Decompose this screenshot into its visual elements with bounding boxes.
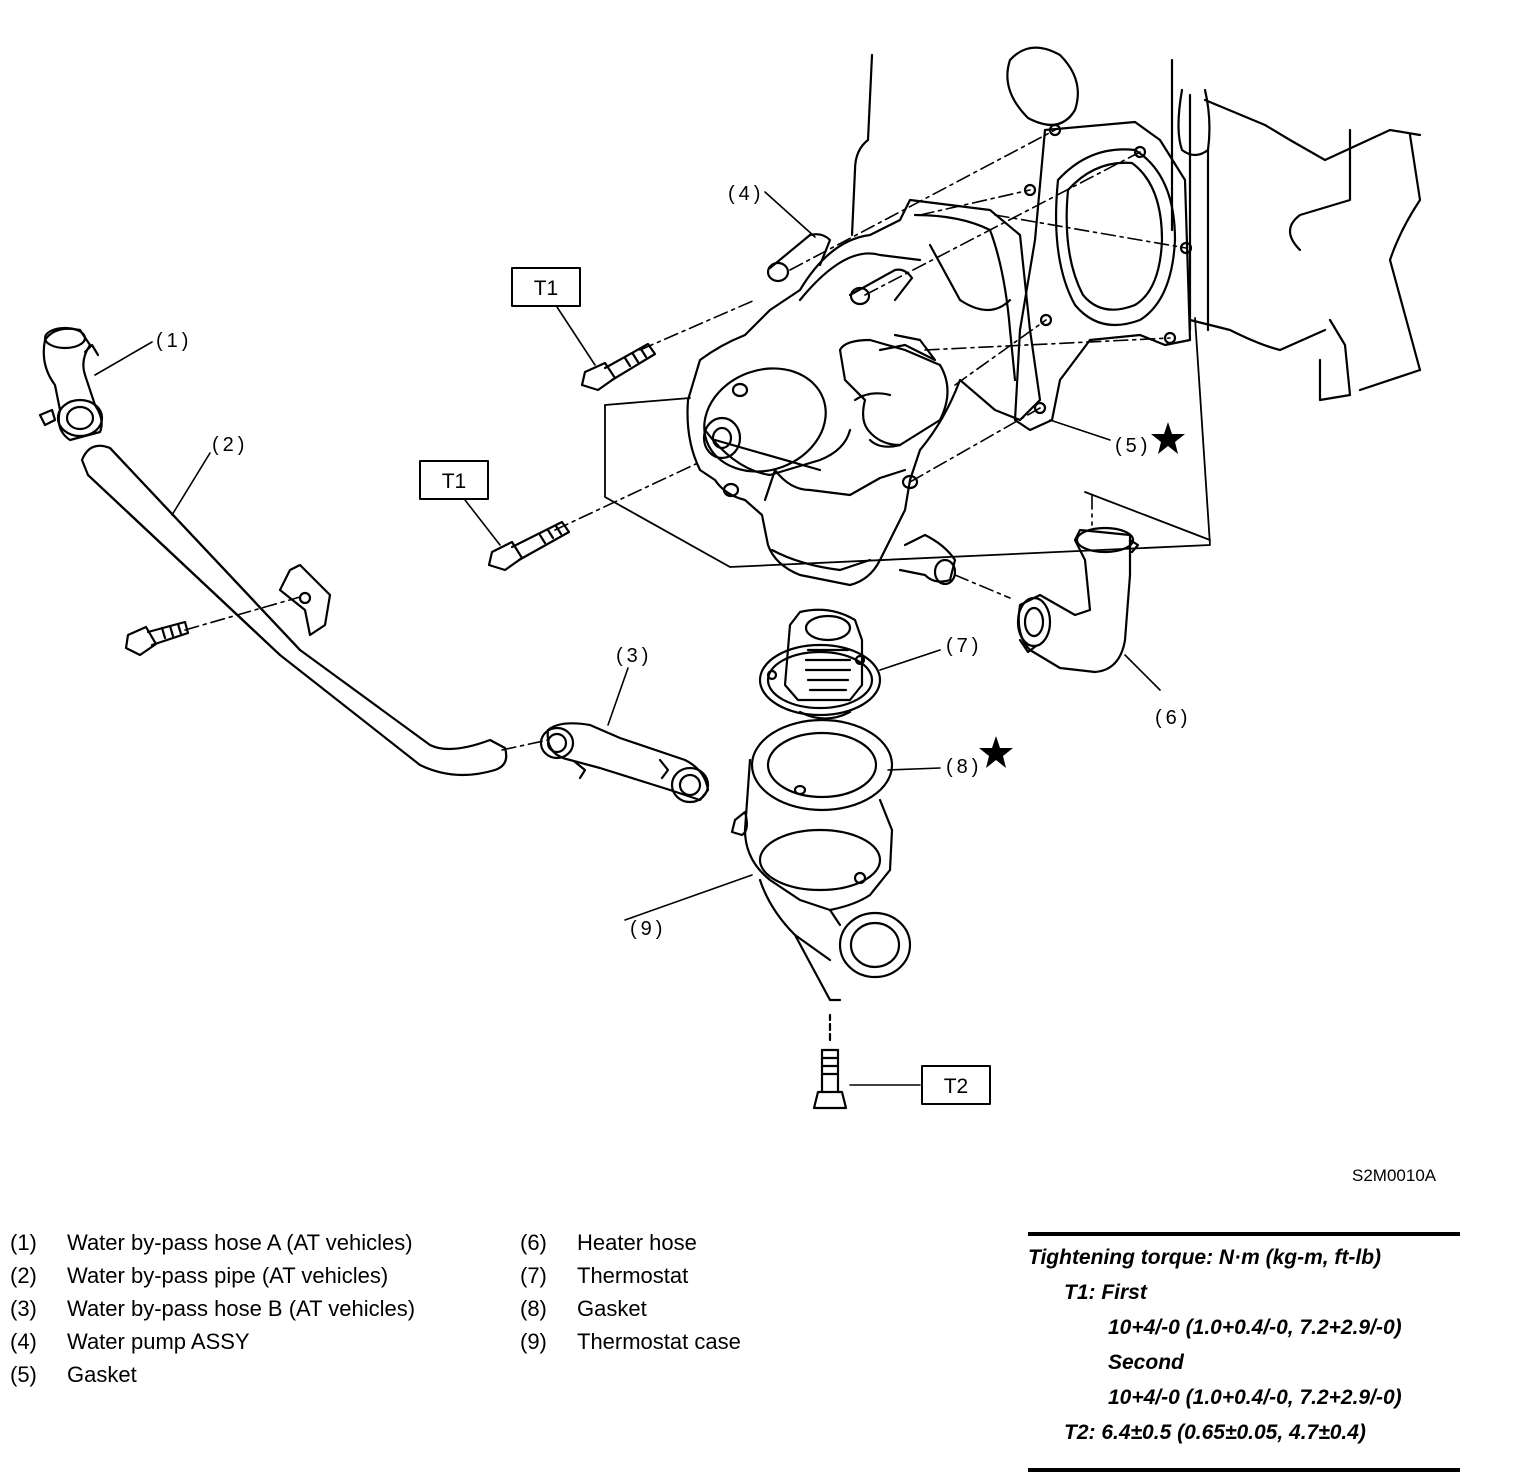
legend-label: Gasket <box>67 1362 137 1387</box>
legend-label: Heater hose <box>577 1230 697 1255</box>
legend-label: Water by-pass hose A (AT vehicles) <box>67 1230 413 1255</box>
torque-tag-t2: T2 <box>921 1065 991 1105</box>
leader-lines <box>94 191 1161 1086</box>
legend-label: Water by-pass hose B (AT vehicles) <box>67 1296 416 1321</box>
legend-item: (9) Thermostat case <box>520 1325 940 1358</box>
torque-t2-line: T2: 6.4±0.5 (0.65±0.05, 4.7±0.4) <box>1064 1421 1366 1444</box>
tightening-torque-table: Tightening torque: N·m (kg-m, ft-lb) T1:… <box>1028 1232 1460 1472</box>
bolt-bracket <box>124 620 190 657</box>
torque-t1-first-value: 10+4/-0 (1.0+0.4/-0, 7.2+2.9/-0) <box>1108 1316 1402 1339</box>
callout-5: (5) <box>1115 435 1151 457</box>
gasket-8 <box>750 718 894 812</box>
torque-tag-t1-lower-label: T1 <box>442 470 467 493</box>
torque-heading: Tightening torque: N·m (kg-m, ft-lb) <box>1028 1246 1382 1269</box>
legend-number: (1) <box>10 1230 37 1255</box>
engine-block <box>850 46 1422 402</box>
callout-9: (9) <box>630 918 666 940</box>
legend-number: (3) <box>10 1296 37 1321</box>
star-marks <box>979 422 1185 768</box>
bolt-t2 <box>812 1013 848 1110</box>
legend-item: (2) Water by-pass pipe (AT vehicles) <box>10 1259 480 1292</box>
star-icon <box>1151 422 1185 454</box>
legend-number: (6) <box>520 1230 547 1255</box>
legend-number: (8) <box>520 1296 547 1321</box>
callout-2: (2) <box>212 434 248 456</box>
legend-number: (7) <box>520 1263 547 1288</box>
assembly-frame-lines <box>604 317 1211 568</box>
legend-label: Water pump ASSY <box>67 1329 250 1354</box>
torque-tag-t2-label: T2 <box>944 1075 969 1098</box>
exploded-parts-diagram: (1) (2) (3) (4) (5) (6) (7) (8) (9) T1 T… <box>38 46 1422 1110</box>
legend-number: (2) <box>10 1263 37 1288</box>
legend-item: (7) Thermostat <box>520 1259 940 1292</box>
legend-number: (5) <box>10 1362 37 1387</box>
torque-t1-first-label: T1: First <box>1064 1281 1147 1304</box>
torque-tag-t1-lower: T1 <box>419 460 489 500</box>
star-icon <box>979 736 1013 768</box>
bypass-pipe <box>80 444 508 777</box>
callout-6: (6) <box>1155 707 1191 729</box>
legend-item: (6) Heater hose <box>520 1226 940 1259</box>
callout-4: (4) <box>728 183 764 205</box>
legend-label: Thermostat <box>577 1263 689 1288</box>
thermostat <box>758 608 882 720</box>
legend-label: Water by-pass pipe (AT vehicles) <box>67 1263 389 1288</box>
bolt-t1-lower <box>487 520 571 572</box>
legend-number: (4) <box>10 1329 37 1354</box>
legend-item: (3) Water by-pass hose B (AT vehicles) <box>10 1292 480 1325</box>
legend-item: (4) Water pump ASSY <box>10 1325 480 1358</box>
legend-item: (8) Gasket <box>520 1292 940 1325</box>
legend-label: Thermostat case <box>577 1329 741 1354</box>
legend-item: (5) Gasket <box>10 1358 480 1391</box>
parts-legend-left: (1) Water by-pass hose A (AT vehicles) (… <box>10 1226 480 1391</box>
heater-hose <box>1016 526 1140 674</box>
bolt-t1-upper <box>580 342 657 392</box>
callout-3: (3) <box>616 645 652 667</box>
torque-tag-t1-upper: T1 <box>511 267 581 307</box>
bypass-hose-a <box>38 326 104 442</box>
water-pump-assy <box>686 198 1042 587</box>
gasket-5 <box>1013 120 1193 432</box>
torque-tag-t1-upper-label: T1 <box>534 277 559 300</box>
legend-item: (1) Water by-pass hose A (AT vehicles) <box>10 1226 480 1259</box>
legend-number: (9) <box>520 1329 547 1354</box>
thermostat-case <box>730 758 912 1002</box>
callout-8: (8) <box>946 756 982 778</box>
callout-1: (1) <box>156 330 192 352</box>
torque-t1-second-label: Second <box>1108 1351 1184 1374</box>
bypass-hose-b <box>539 722 710 804</box>
figure-code: S2M0010A <box>1352 1166 1437 1185</box>
torque-t1-second-value: 10+4/-0 (1.0+0.4/-0, 7.2+2.9/-0) <box>1108 1386 1402 1409</box>
legend-label: Gasket <box>577 1296 647 1321</box>
parts-legend-right: (6) Heater hose (7) Thermostat (8) Gaske… <box>520 1226 940 1358</box>
callout-7: (7) <box>946 635 982 657</box>
